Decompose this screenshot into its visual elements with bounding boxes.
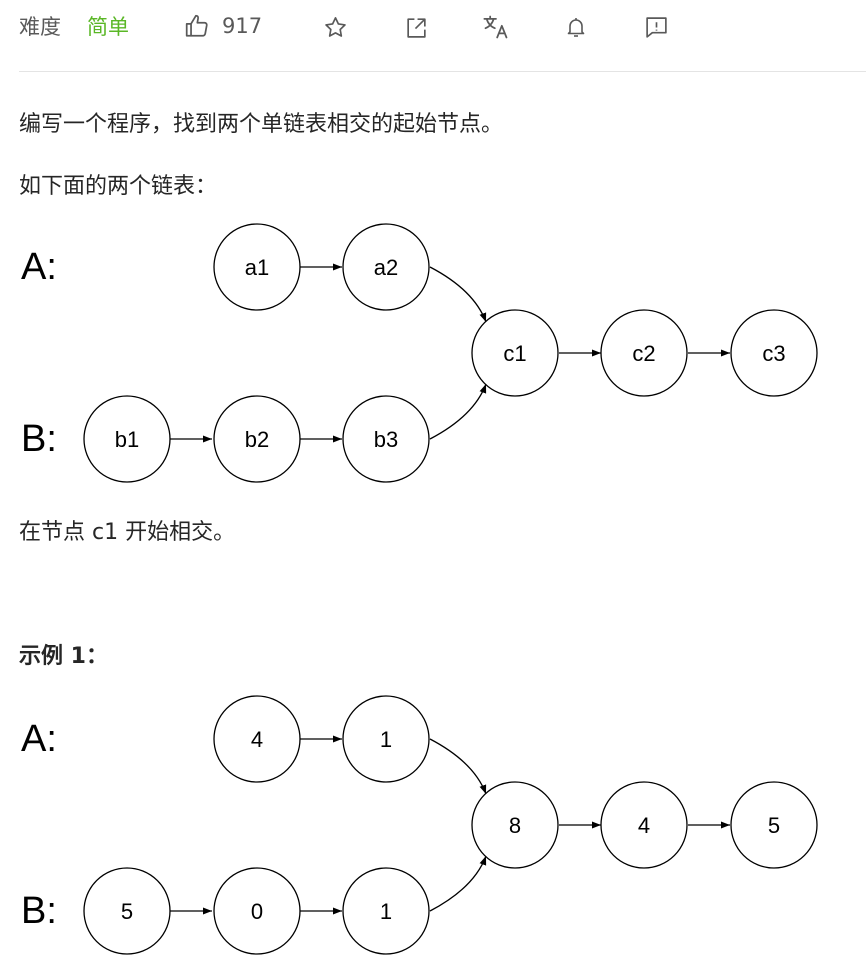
toolbar-divider — [19, 71, 866, 72]
svg-text:c3: c3 — [762, 341, 785, 366]
svg-text:c1: c1 — [503, 341, 526, 366]
diagram-example-1: A: B: 4 1 8 4 5 5 0 1 — [0, 690, 866, 960]
list-label-a: A: — [21, 718, 57, 760]
like-button[interactable]: 917 — [184, 10, 262, 42]
difficulty-label: 难度 — [19, 15, 61, 39]
svg-text:a1: a1 — [245, 255, 269, 280]
list-node: b3 — [342, 395, 430, 483]
feedback-icon — [645, 16, 667, 38]
intersection-note: 在节点 c1 开始相交。 — [19, 520, 236, 545]
list-node: b1 — [83, 395, 171, 483]
list-label-b: B: — [21, 890, 57, 932]
list-label-a: A: — [21, 246, 57, 288]
svg-text:5: 5 — [768, 813, 780, 838]
svg-text:b3: b3 — [374, 427, 398, 452]
favorite-button[interactable] — [321, 13, 349, 41]
list-node: c3 — [730, 309, 818, 397]
svg-text:0: 0 — [251, 899, 263, 924]
svg-text:5: 5 — [121, 899, 133, 924]
list-node: 1 — [342, 695, 430, 783]
example-title: 示例 1： — [19, 644, 108, 669]
svg-text:4: 4 — [251, 727, 263, 752]
svg-text:1: 1 — [380, 899, 392, 924]
svg-text:B:: B: — [21, 890, 57, 932]
svg-text:c2: c2 — [632, 341, 655, 366]
problem-toolbar: 难度 简单 917 — [0, 0, 866, 72]
subscribe-button[interactable] — [562, 13, 590, 41]
svg-text:4: 4 — [638, 813, 650, 838]
list-node: 1 — [342, 867, 430, 955]
list-node: b2 — [213, 395, 301, 483]
svg-text:B:: B: — [21, 418, 57, 460]
svg-text:A:: A: — [21, 246, 57, 288]
translate-icon — [483, 15, 508, 39]
list-node: 0 — [213, 867, 301, 955]
share-button[interactable] — [402, 13, 430, 41]
diagram-intersection: A: B: a1 a2 c1 c2 c3 b1 b2 b3 — [0, 218, 866, 488]
translate-button[interactable] — [482, 13, 510, 41]
star-icon — [324, 16, 346, 37]
list-node: 4 — [600, 781, 688, 869]
list-node: 4 — [213, 695, 301, 783]
svg-text:A:: A: — [21, 718, 57, 760]
svg-text:8: 8 — [509, 813, 521, 838]
svg-text:b1: b1 — [115, 427, 139, 452]
like-count: 917 — [222, 14, 263, 38]
list-node: c1 — [471, 309, 559, 397]
problem-intro: 编写一个程序，找到两个单链表相交的起始节点。 — [19, 112, 504, 137]
list-node: a2 — [342, 223, 430, 311]
list-node: 8 — [471, 781, 559, 869]
list-label-b: B: — [21, 418, 57, 460]
svg-text:a2: a2 — [374, 255, 398, 280]
difficulty-value: 简单 — [87, 15, 129, 39]
svg-text:b2: b2 — [245, 427, 269, 452]
thumbs-up-icon — [185, 14, 208, 37]
bell-icon — [567, 18, 585, 37]
list-node: 5 — [83, 867, 171, 955]
diagram-lead: 如下面的两个链表： — [19, 174, 218, 199]
list-node: a1 — [213, 223, 301, 311]
list-node: c2 — [600, 309, 688, 397]
feedback-button[interactable] — [642, 13, 670, 41]
list-node: 5 — [730, 781, 818, 869]
svg-text:1: 1 — [380, 727, 392, 752]
share-icon — [406, 17, 426, 38]
